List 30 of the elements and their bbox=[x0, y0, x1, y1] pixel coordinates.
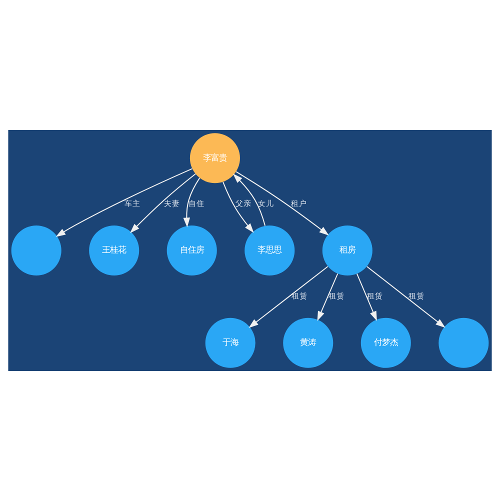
node-circle bbox=[438, 317, 489, 368]
node-circle: 黄涛 bbox=[283, 317, 334, 368]
arrow bbox=[366, 265, 446, 328]
arrow bbox=[130, 172, 196, 233]
arrow bbox=[56, 168, 193, 236]
edge-label: 租赁 bbox=[292, 291, 308, 300]
node-circle bbox=[11, 224, 62, 276]
arrow bbox=[222, 181, 254, 232]
node-circle: 于海 bbox=[205, 317, 256, 368]
edge-label: 父亲 bbox=[235, 198, 252, 208]
edge-label: 车主 bbox=[124, 198, 141, 208]
arrow bbox=[248, 265, 328, 328]
arrow bbox=[183, 177, 200, 227]
node-circle: 付梦杰 bbox=[360, 317, 411, 368]
edge-label: 租赁 bbox=[408, 291, 425, 300]
arrow bbox=[317, 272, 338, 320]
edge-label: 夫妻 bbox=[164, 198, 180, 208]
edge-label: 女儿 bbox=[258, 198, 274, 208]
arrow bbox=[232, 173, 266, 226]
node-circle: 王桂花 bbox=[89, 224, 140, 276]
edge-label: 租赁 bbox=[367, 291, 384, 300]
arrow bbox=[236, 170, 329, 235]
edge-label: 自住 bbox=[188, 198, 204, 208]
edge-label: 租户 bbox=[290, 198, 307, 208]
edge-label: 租赁 bbox=[328, 291, 345, 300]
node-circle: 自住房 bbox=[166, 224, 217, 276]
node-circle: 李思思 bbox=[244, 224, 295, 276]
node-circle: 李富贵 bbox=[190, 132, 240, 183]
arrow bbox=[356, 272, 377, 320]
node-circle: 租房 bbox=[322, 224, 372, 276]
